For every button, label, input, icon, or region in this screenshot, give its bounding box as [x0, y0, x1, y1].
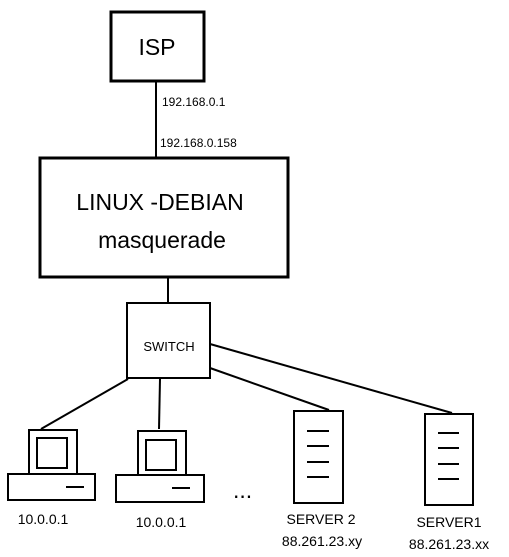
- client-2-ip: 10.0.0.1: [136, 514, 187, 530]
- desktop-computer-icon: [115, 430, 205, 503]
- switch-server1-link: [209, 343, 453, 414]
- isp-box: [109, 10, 206, 83]
- desktop-computer-icon: [7, 429, 96, 501]
- switch-client1-link: [40, 378, 129, 430]
- isp-label: ISP: [138, 34, 175, 60]
- router-label-line1: LINUX -DEBIAN: [76, 189, 243, 215]
- switch-box: [126, 302, 211, 379]
- router-box: [38, 156, 290, 279]
- server-tower-icon: [293, 410, 344, 504]
- client-computer-1: 10.0.0.1: [7, 429, 96, 527]
- switch-label: SWITCH: [143, 339, 194, 354]
- router-side-ip: 192.168.0.158: [160, 136, 237, 150]
- switch-client2-link: [158, 378, 161, 430]
- switch-node: SWITCH: [126, 302, 211, 379]
- server-1: SERVER1 88.261.23.xx: [409, 413, 489, 552]
- more-hosts-ellipsis: ...: [233, 477, 252, 503]
- router-label-line2: masquerade: [98, 227, 226, 253]
- client-computer-2: 10.0.0.1: [115, 430, 205, 530]
- isp-node: ISP: [109, 10, 206, 83]
- router-node: LINUX -DEBIAN masquerade: [38, 156, 290, 279]
- server-2-name: SERVER 2: [287, 511, 356, 527]
- server-2: SERVER 2 88.261.23.xy: [282, 410, 362, 549]
- connection-lines: [40, 80, 453, 430]
- switch-server2-link: [209, 367, 330, 411]
- client-1-ip: 10.0.0.1: [18, 511, 69, 527]
- server-tower-icon: [424, 413, 474, 506]
- server-1-ip: 88.261.23.xx: [409, 536, 489, 552]
- server-2-ip: 88.261.23.xy: [282, 533, 362, 549]
- server-1-name: SERVER1: [416, 514, 481, 530]
- isp-side-ip: 192.168.0.1: [162, 95, 226, 109]
